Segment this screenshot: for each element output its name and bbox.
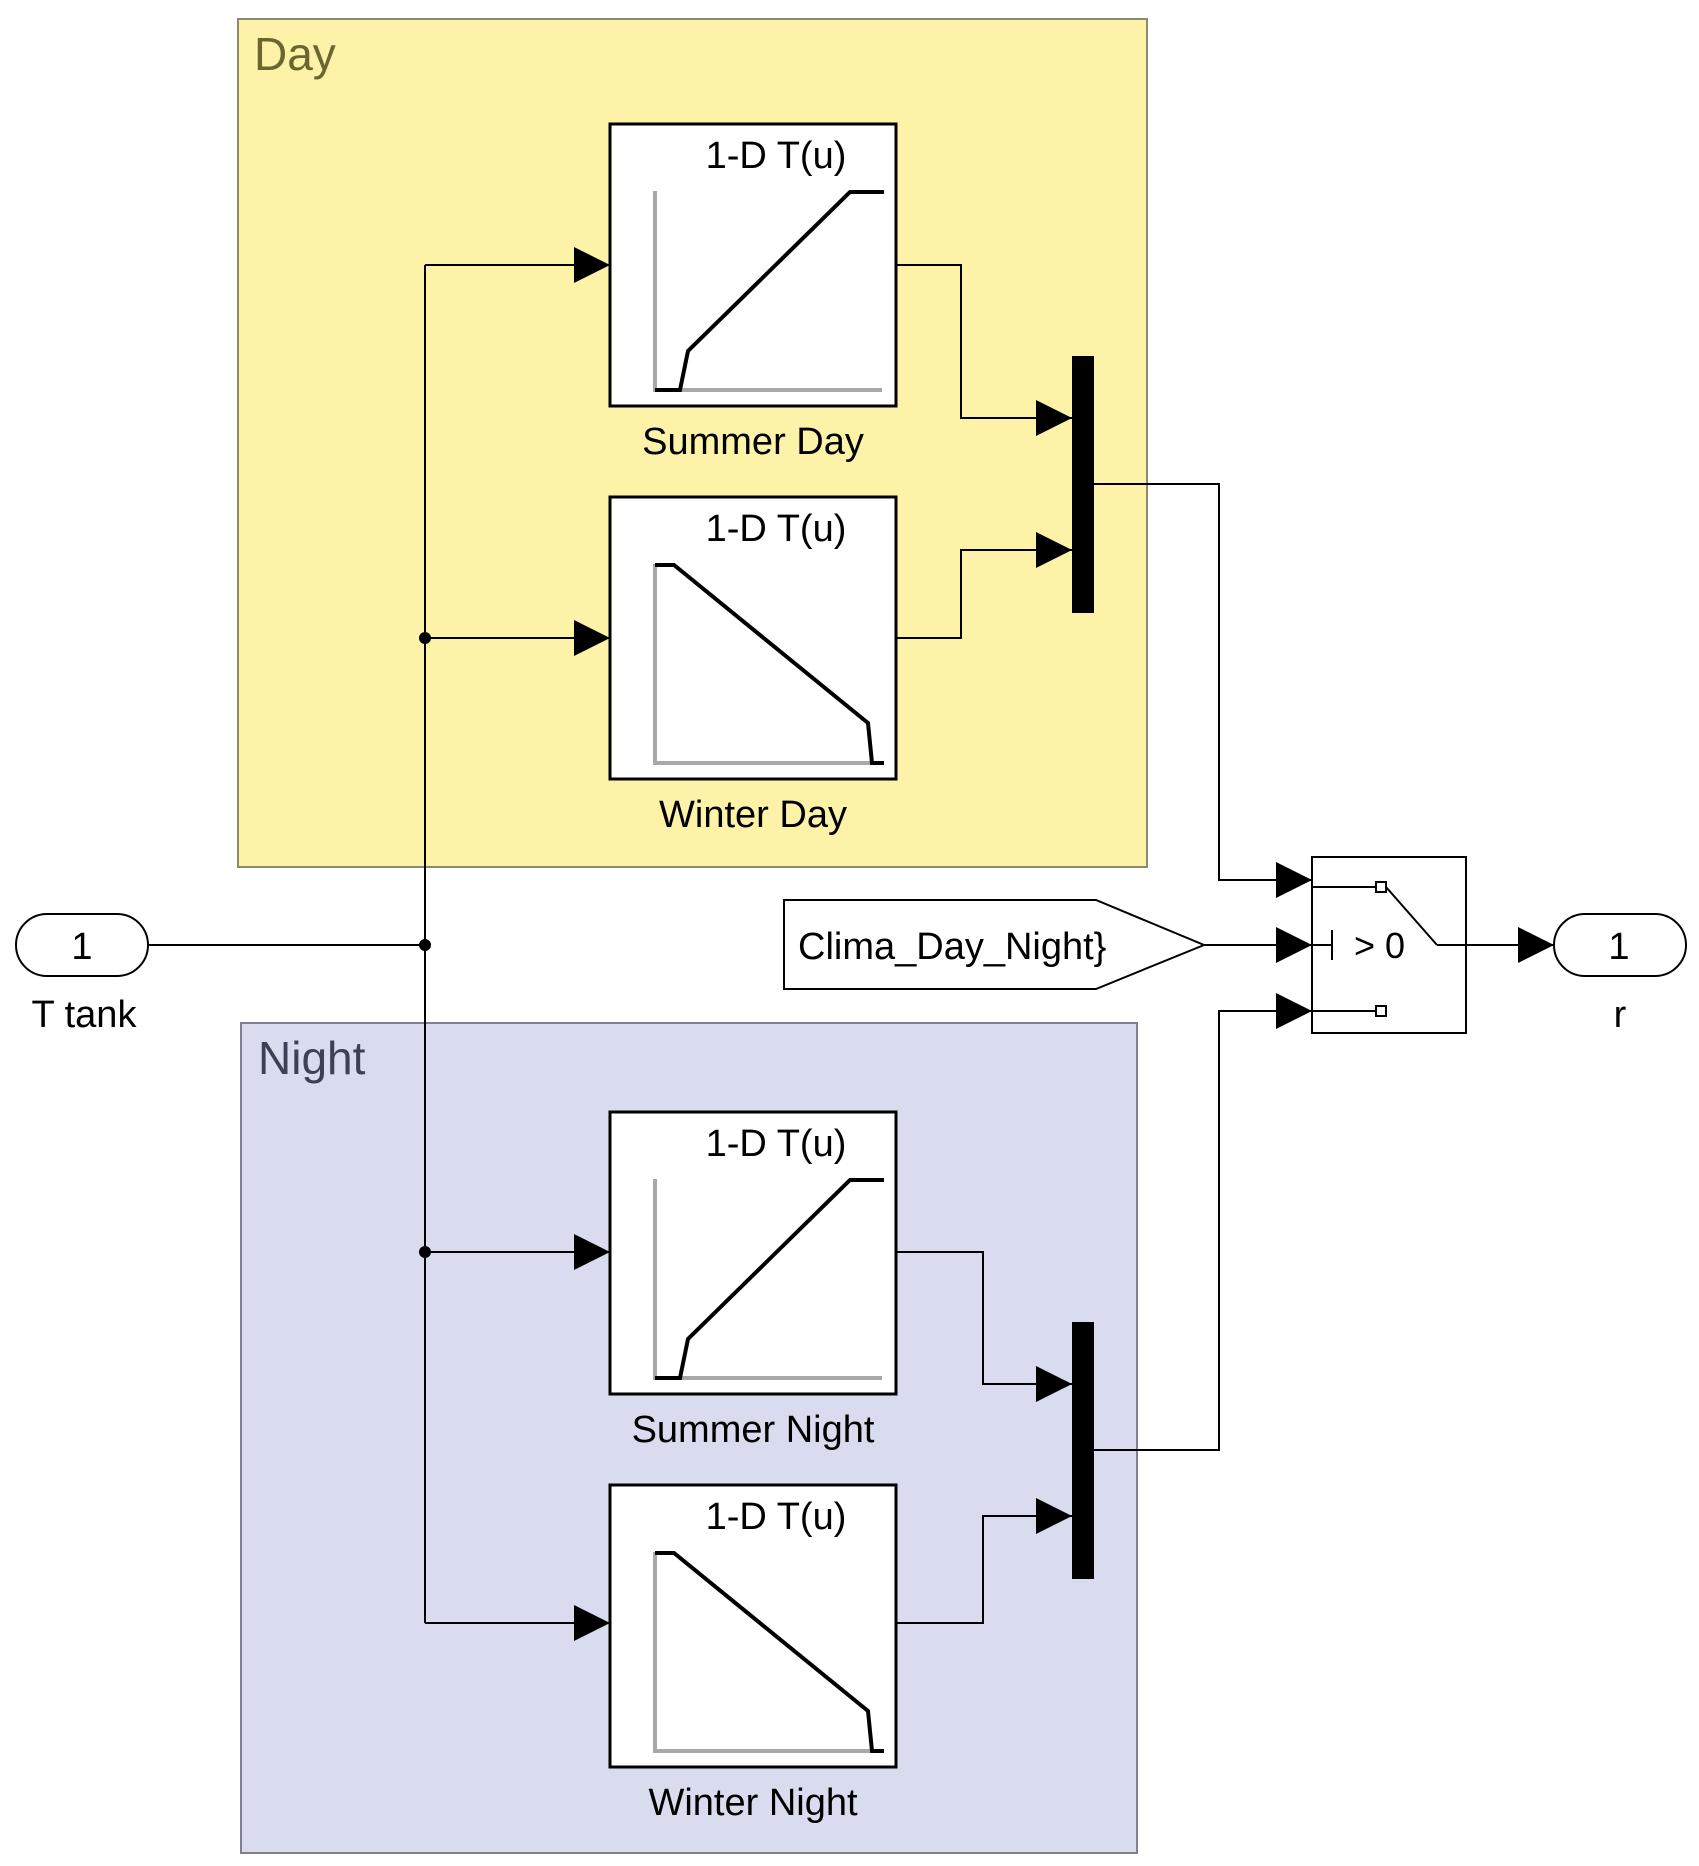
outport-name: r: [1614, 994, 1627, 1036]
switch-block[interactable]: > 0: [1311, 856, 1467, 1034]
lookup-axes-icon: [653, 564, 882, 765]
lookup-table-summer-night[interactable]: 1-D T(u) Summer Night: [608, 1110, 898, 1451]
lookup-table-title: 1-D T(u): [706, 1123, 847, 1165]
signal-line[interactable]: [896, 264, 1072, 436]
signal-line[interactable]: [896, 1498, 1072, 1624]
day-mux-block[interactable]: [1072, 356, 1094, 613]
falling-curve-icon: [655, 563, 884, 765]
signal-line[interactable]: [1094, 483, 1312, 898]
rising-curve-icon: [655, 190, 884, 392]
lookup-table-frame: [608, 495, 898, 781]
lookup-table-frame: [608, 122, 898, 408]
lookup-table-frame: [608, 1110, 898, 1396]
outport-r[interactable]: 1 r: [1553, 913, 1687, 1036]
branch-point: [419, 1246, 431, 1258]
signal-line[interactable]: [896, 532, 1072, 639]
lookup-table-winter-day[interactable]: 1-D T(u) Winter Day: [608, 495, 898, 836]
branch-point: [419, 632, 431, 644]
from-block-tag: Clima_Day_Night}: [798, 926, 1106, 968]
signal-line[interactable]: [1094, 993, 1312, 1451]
lookup-table-label: Summer Night: [632, 1409, 875, 1451]
lookup-table-summer-day[interactable]: 1-D T(u) Summer Day: [608, 122, 898, 463]
lookup-axes-icon: [653, 1552, 882, 1753]
night-area-title: Night: [258, 1032, 366, 1084]
lookup-table-label: Winter Night: [648, 1782, 857, 1824]
switch-contact-bottom: [1375, 1005, 1387, 1017]
falling-curve-icon: [655, 1551, 884, 1753]
outport-number: 1: [1608, 926, 1629, 968]
switch-criteria: > 0: [1354, 925, 1405, 966]
inport-name: T tank: [32, 994, 138, 1036]
lookup-table-label: Winter Day: [659, 794, 847, 836]
outport-shape: [1553, 913, 1687, 977]
lookup-table-winter-night[interactable]: 1-D T(u) Winter Night: [608, 1483, 898, 1824]
branch-point: [419, 939, 431, 951]
switch-contact-top: [1375, 881, 1387, 893]
lookup-table-title: 1-D T(u): [706, 1496, 847, 1538]
inport-t-tank[interactable]: 1 T tank: [15, 913, 149, 1036]
night-mux-block[interactable]: [1072, 1322, 1094, 1579]
signal-line[interactable]: [896, 1251, 1072, 1402]
lookup-table-title: 1-D T(u): [706, 135, 847, 177]
inport-shape: [15, 913, 149, 977]
from-block[interactable]: Clima_Day_Night}: [783, 899, 1207, 990]
switch-lever: [1385, 886, 1438, 946]
lookup-table-frame: [608, 1483, 898, 1769]
rising-curve-icon: [655, 1178, 884, 1380]
lookup-table-label: Summer Day: [642, 421, 864, 463]
from-block-shape: [783, 899, 1207, 990]
inport-number: 1: [71, 926, 92, 968]
lookup-table-title: 1-D T(u): [706, 508, 847, 550]
day-area-title: Day: [254, 28, 336, 80]
